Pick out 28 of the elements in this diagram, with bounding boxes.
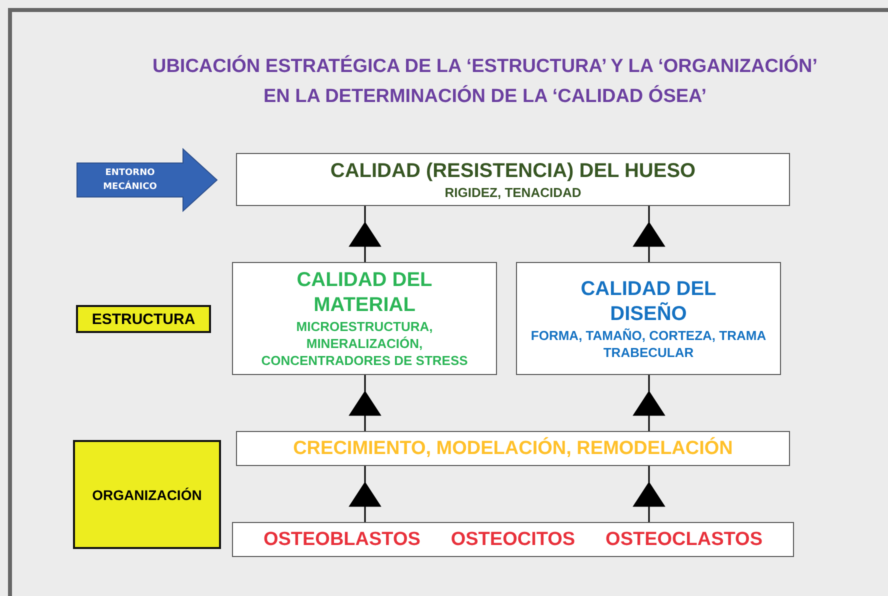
box-heading: OSTEOCLASTOS [606,528,762,552]
text-box [232,262,497,375]
box-subtext: FORMA, TAMAÑO, CORTEZA, TRAMA TRABECULAR [530,326,768,360]
text-box [232,522,794,557]
arrow-label: ENTORNO MECÁNICO [102,167,158,194]
arrow [633,374,665,432]
text-box [236,153,790,206]
arrow [349,205,381,263]
label-box [76,305,211,333]
box-heading: OSTEOBLASTOS [263,528,420,552]
arrow [633,205,665,263]
diagram-title: UBICACIÓN ESTRATÉGICA DE LA ‘ESTRUCTURA’ Y LA ‘ORGANIZACIÓN’ EN LA DETERMINACIÓN DE LA ‘CALIDAD ÓSEA’ [151,54,819,109]
box-subtext: MICROESTRUCTURA, MINERALIZACIÓN, CONCENTRADORES DE STRESS [260,318,469,369]
box-heading: OSTEOCITOS [450,528,576,552]
text-box [236,431,790,466]
box-heading: CALIDAD DEL MATERIAL [296,268,434,318]
arrow [633,465,665,523]
section-label: ESTRUCTURA [92,310,196,328]
block-arrow [76,148,218,212]
box-heading: CRECIMIENTO, MODELACIÓN, REMODELACIÓN [293,436,733,460]
box-heading: CALIDAD (RESISTENCIA) DEL HUESO [330,158,696,184]
section-label: ORGANIZACIÓN [92,486,202,502]
arrow [349,374,381,432]
label-box [73,440,221,549]
text-box [516,262,781,375]
arrow [349,465,381,523]
box-subtext: RIGIDEZ, TENACIDAD [444,184,582,200]
box-heading: CALIDAD DEL DISEÑO [580,276,718,326]
